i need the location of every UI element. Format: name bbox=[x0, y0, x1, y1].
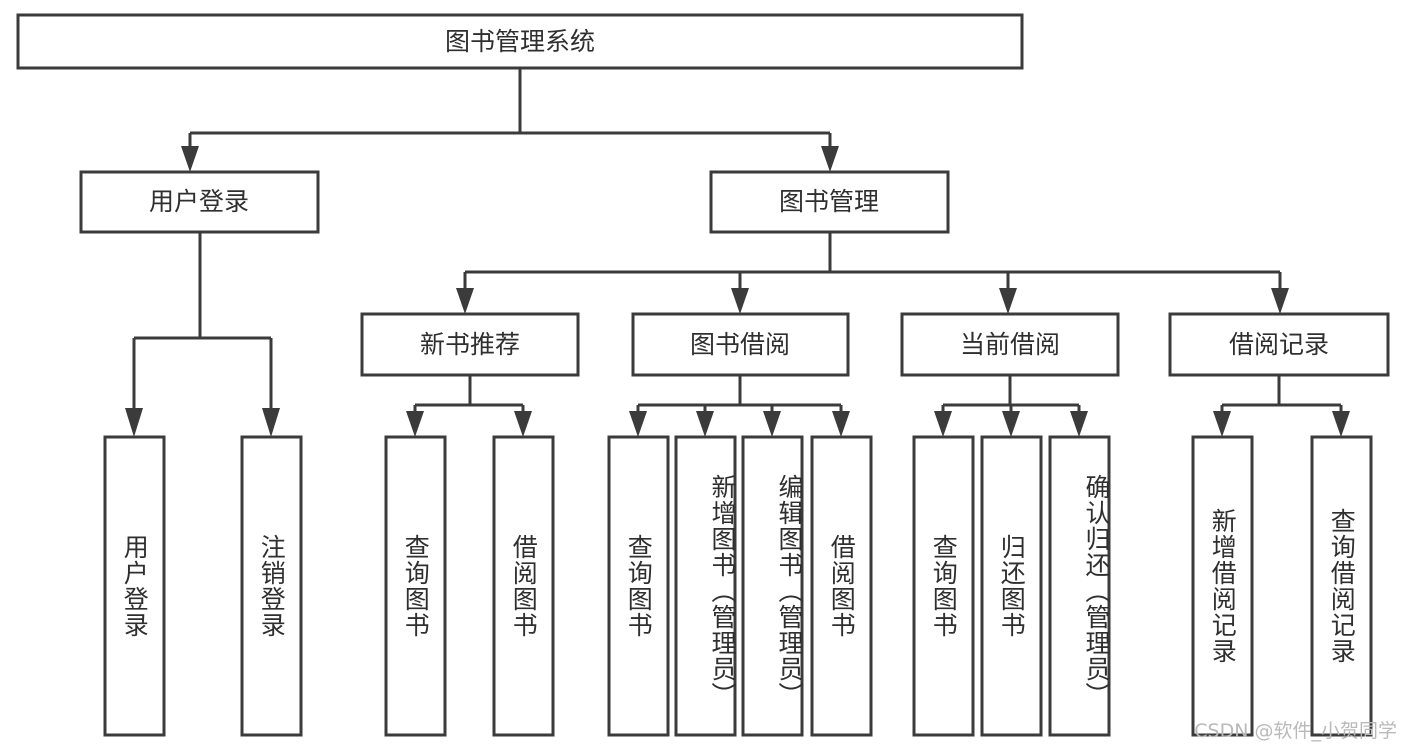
leaf-box-bookborrow-add[interactable] bbox=[674, 435, 737, 737]
watermark-text: CSDN @软件_小贺同学 bbox=[1194, 720, 1397, 742]
leaf-box-currentborrow-confirm[interactable] bbox=[1048, 435, 1111, 737]
arrow-head-bookborrow-leaf-1 bbox=[629, 411, 647, 437]
arrow-head-newbook-leaf-2 bbox=[514, 411, 532, 437]
arrow-head-borrowrecord-leaf-2 bbox=[1332, 411, 1350, 437]
leaf-box-borrowrecord-query[interactable] bbox=[1310, 435, 1373, 737]
arrow-head-bookborrow-leaf-3 bbox=[763, 411, 781, 437]
arrow-head-borrow-record bbox=[1271, 288, 1289, 314]
node-box-borrow-record[interactable] bbox=[1168, 312, 1390, 377]
node-box-current-borrow[interactable] bbox=[900, 312, 1120, 377]
leaf-box-bookborrow-edit[interactable] bbox=[741, 435, 804, 737]
node-box-book-borrow[interactable] bbox=[631, 312, 850, 377]
leaf-box-currentborrow-query[interactable] bbox=[912, 435, 975, 737]
leaf-box-newbook-borrow[interactable] bbox=[492, 435, 555, 737]
arrow-head-newbook-leaf-1 bbox=[406, 411, 424, 437]
node-label-book-borrow: 图书借阅 bbox=[690, 330, 790, 359]
arrow-head-new-book bbox=[456, 288, 474, 314]
arrow-head-book-borrow bbox=[731, 288, 749, 314]
arrow-head-bookborrow-leaf-4 bbox=[832, 411, 850, 437]
node-box-new-book-recommend[interactable] bbox=[360, 312, 580, 377]
leaf-box-bookborrow-query[interactable] bbox=[607, 435, 670, 737]
leaf-box-currentborrow-return[interactable] bbox=[980, 435, 1043, 737]
node-box-book-management[interactable] bbox=[709, 170, 950, 234]
node-label-user-login: 用户登录 bbox=[149, 187, 249, 216]
arrow-head-currentborrow-leaf-1 bbox=[934, 411, 952, 437]
node-label-root: 图书管理系统 bbox=[445, 27, 595, 56]
arrow-head-leaf-user-login bbox=[125, 408, 143, 437]
node-label-book-management: 图书管理 bbox=[779, 187, 879, 216]
leaf-box-user-login-login[interactable] bbox=[103, 435, 166, 737]
node-box-user-login[interactable] bbox=[79, 170, 320, 234]
leaf-box-borrowrecord-add[interactable] bbox=[1191, 435, 1254, 737]
arrow-head-book-mgmt bbox=[821, 146, 839, 172]
node-layer: 图书管理系统 用户登录 图书管理 新书推荐 图书借阅 当前借阅 借阅记录 bbox=[16, 13, 1390, 737]
arrow-head-currentborrow-leaf-3 bbox=[1070, 411, 1088, 437]
connector-layer bbox=[125, 68, 1350, 437]
leaf-box-user-login-logout[interactable] bbox=[240, 435, 303, 737]
node-label-current-borrow: 当前借阅 bbox=[960, 330, 1060, 359]
node-label-borrow-record: 借阅记录 bbox=[1229, 330, 1329, 359]
arrow-head-currentborrow-leaf-2 bbox=[1002, 411, 1020, 437]
node-box-root[interactable] bbox=[16, 13, 1024, 70]
arrow-head-current-borrow bbox=[999, 288, 1017, 314]
arrow-head-borrowrecord-leaf-1 bbox=[1213, 411, 1231, 437]
node-label-new-book-recommend: 新书推荐 bbox=[420, 330, 520, 359]
leaf-box-bookborrow-borrow[interactable] bbox=[810, 435, 873, 737]
arrow-head-leaf-logout bbox=[262, 408, 280, 437]
arrow-head-user-login bbox=[181, 146, 199, 172]
arrow-head-bookborrow-leaf-2 bbox=[696, 411, 714, 437]
leaf-box-newbook-query[interactable] bbox=[384, 435, 447, 737]
